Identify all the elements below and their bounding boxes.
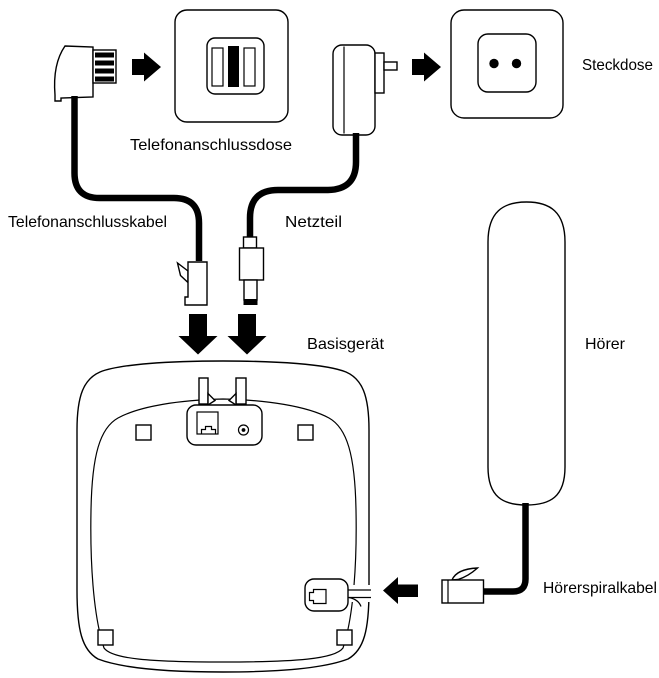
arrow-down-icon [178,314,218,355]
dc-plug-icon [238,236,265,305]
arrow-right-icon [412,52,441,82]
power-adapter-icon [332,44,398,136]
base-unit-icon [76,360,374,673]
handset-jack-icon [308,588,327,605]
power-outlet-icon [450,9,564,119]
plug-stub-latch [227,391,237,407]
plug-stub [235,377,247,405]
tae-plug-icon [53,45,117,102]
handset-cord-line [484,503,529,595]
base-foot [297,424,314,441]
label-handset-cord: Hörerspiralkabel [543,580,657,597]
plug-stub-latch [207,391,217,407]
base-foot [336,629,353,646]
base-foot [135,424,152,441]
base-inner-face [90,398,357,663]
base-foot [97,629,114,646]
label-tae-socket: Telefonanschlussdose [130,137,292,154]
label-base-unit: Basisgerät [307,336,385,353]
handset-cord-plug-icon [441,567,485,604]
arrow-left-icon [383,577,418,604]
plug-stub [198,377,209,405]
label-power-outlet: Steckdose [582,57,653,74]
power-cable-line [246,133,360,237]
label-power-supply: Netzteil [285,214,342,231]
arrow-right-icon [132,52,161,82]
handset-icon [487,201,566,506]
phone-cable-line [71,96,203,261]
line-jack-icon [196,411,219,435]
label-handset: Hörer [585,336,626,353]
line-jack-notch [200,425,217,434]
handset-jack-panel [304,578,374,612]
arrow-down-icon [227,314,267,355]
tae-socket-icon [174,9,289,123]
phone-cable-plug-icon [176,261,208,306]
base-connector-panel [186,404,263,446]
label-phone-cable: Telefonanschlusskabel [8,214,167,231]
power-jack-icon [237,424,250,436]
